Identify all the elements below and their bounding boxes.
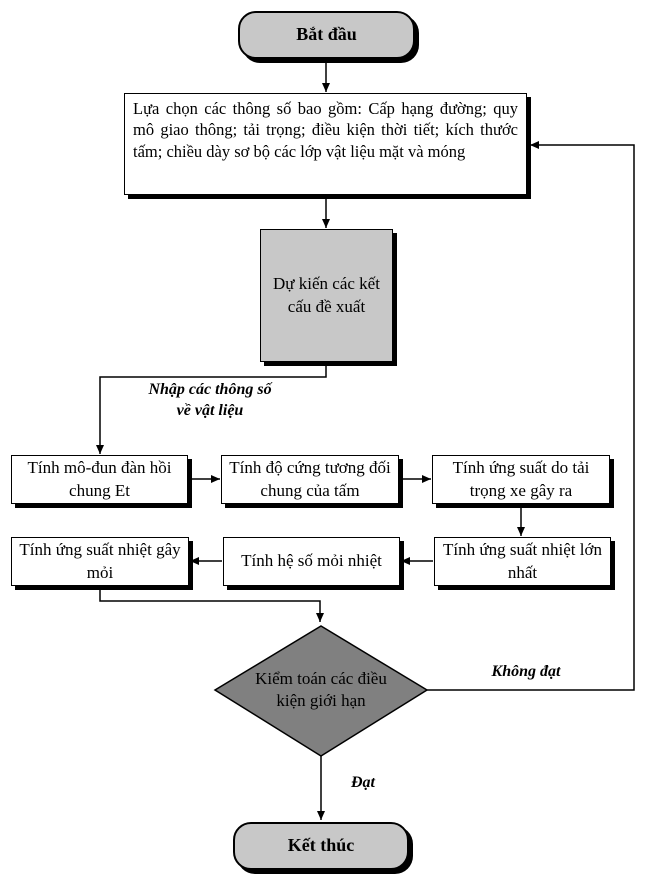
elastic-modulus-label: Tính mô-đun đàn hồi chung Et bbox=[27, 458, 172, 500]
start-label: Bắt đầu bbox=[296, 24, 357, 45]
arrow-notpass-loop bbox=[427, 141, 635, 691]
relative-stiffness-node: Tính độ cứng tương đối chung của tấm bbox=[221, 455, 399, 504]
fatigue-coefficient-node: Tính hệ số mỏi nhiệt bbox=[223, 537, 400, 586]
arrow-proposed-to-modulus bbox=[96, 362, 327, 454]
not-pass-label: Không đạt bbox=[491, 663, 561, 680]
start-node: Bắt đầu bbox=[238, 11, 415, 59]
arrow-fatiguestress-to-check bbox=[99, 586, 324, 622]
fatigue-thermal-stress-node: Tính ứng suất nhiệt gây mỏi bbox=[11, 537, 189, 586]
end-label: Kết thúc bbox=[287, 835, 355, 856]
max-thermal-stress-node: Tính ứng suất nhiệt lớn nhất bbox=[434, 537, 611, 586]
proposed-structures-label: Dự kiến các kết cấu đề xuất bbox=[273, 274, 380, 316]
input-materials-label: Nhập các thông số về vật liệu bbox=[148, 381, 272, 419]
proposed-structures-node: Dự kiến các kết cấu đề xuất bbox=[260, 229, 393, 362]
check-limits-diamond bbox=[213, 625, 429, 757]
select-params-label: Lựa chọn các thông số bao gồm: Cấp hạng … bbox=[133, 99, 518, 161]
elastic-modulus-node: Tính mô-đun đàn hồi chung Et bbox=[11, 455, 188, 504]
end-node: Kết thúc bbox=[233, 822, 409, 870]
relative-stiffness-label: Tính độ cứng tương đối chung của tấm bbox=[229, 458, 391, 500]
traffic-stress-label: Tính ứng suất do tải trọng xe gây ra bbox=[452, 458, 590, 500]
check-limits-label: Kiểm toán các điều kiện giới hạn bbox=[255, 669, 387, 711]
fatigue-coefficient-label: Tính hệ số mỏi nhiệt bbox=[241, 551, 382, 571]
pass-label: Đạt bbox=[351, 774, 375, 791]
select-params-node: Lựa chọn các thông số bao gồm: Cấp hạng … bbox=[124, 93, 527, 195]
max-thermal-stress-label: Tính ứng suất nhiệt lớn nhất bbox=[443, 540, 602, 582]
fatigue-thermal-stress-label: Tính ứng suất nhiệt gây mỏi bbox=[19, 540, 181, 582]
traffic-stress-node: Tính ứng suất do tải trọng xe gây ra bbox=[432, 455, 610, 504]
